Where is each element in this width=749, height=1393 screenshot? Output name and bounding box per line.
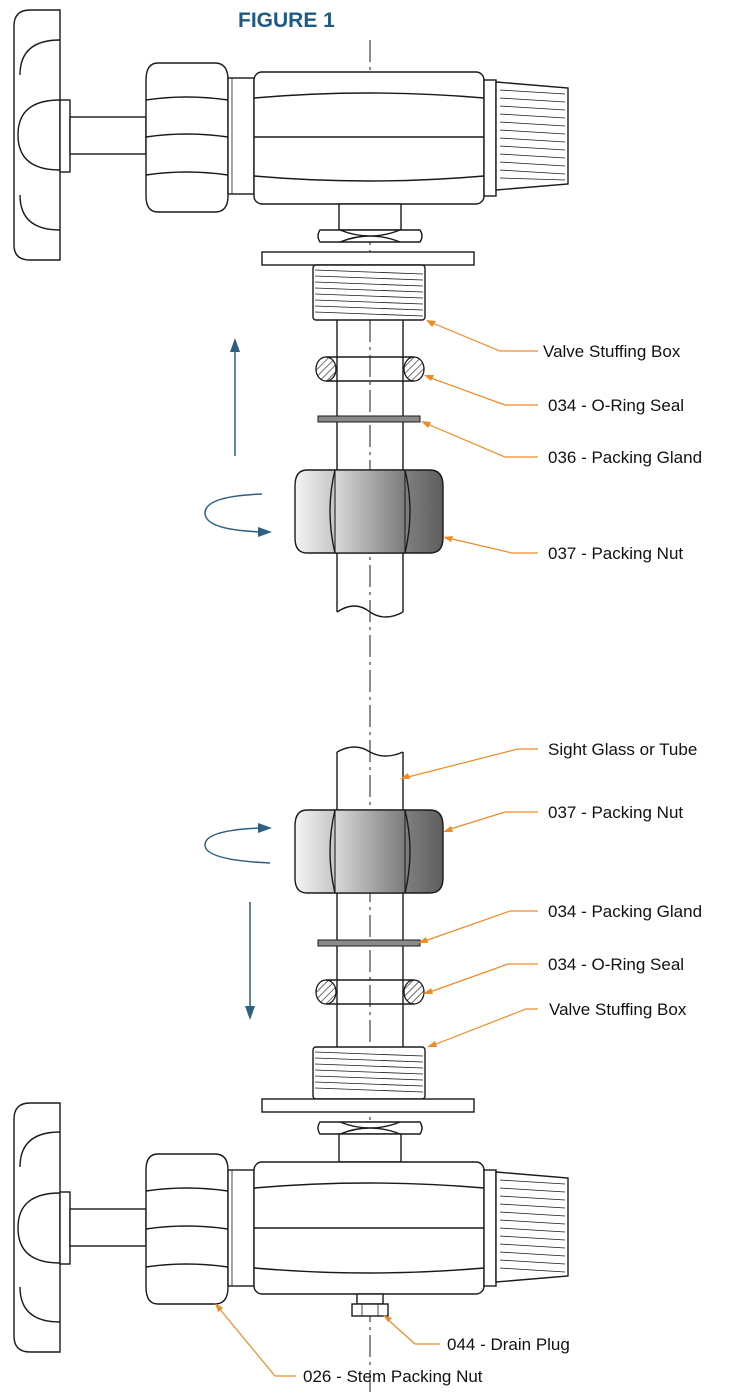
valve-stuffing-box-bottom — [312, 1046, 426, 1100]
o-ring-seal-top — [315, 356, 425, 382]
valve-body-top — [253, 71, 485, 205]
label-valve-stuffing-box-bottom: Valve Stuffing Box — [549, 1000, 687, 1019]
drain-plug — [351, 1293, 389, 1317]
valve-stuffing-box-top — [312, 264, 426, 321]
bottom-valve — [13, 1046, 569, 1353]
handwheel-top — [13, 9, 147, 261]
label-valve-stuffing-box-top: Valve Stuffing Box — [543, 342, 681, 361]
label-sight-glass: Sight Glass or Tube — [548, 740, 697, 759]
label-packing-gland-top: 036 - Packing Gland — [548, 448, 702, 467]
upward-motion-arrow — [230, 338, 240, 456]
figure-title: FIGURE 1 — [238, 9, 335, 32]
handwheel-bottom — [13, 1102, 147, 1353]
packing-gland-top — [317, 415, 421, 423]
label-o-ring-seal-top: 034 - O-Ring Seal — [548, 396, 684, 415]
packing-nut-bottom — [294, 809, 444, 894]
label-stem-packing-nut: 026 - Stem Packing Nut — [303, 1367, 483, 1386]
valve-body-bottom — [253, 1161, 485, 1295]
rotation-arrow-top — [204, 493, 272, 537]
packing-gland-bottom — [317, 939, 421, 947]
o-ring-seal-bottom — [315, 979, 425, 1005]
rotation-arrow-bottom — [204, 823, 272, 864]
label-packing-nut-bottom: 037 - Packing Nut — [548, 803, 683, 822]
label-packing-nut-top: 037 - Packing Nut — [548, 544, 683, 563]
packing-nut-top — [294, 469, 444, 554]
threaded-outlet-top — [495, 81, 569, 191]
leader-lines — [215, 320, 538, 1377]
label-o-ring-seal-bottom: 034 - O-Ring Seal — [548, 955, 684, 974]
label-drain-plug: 044 - Drain Plug — [447, 1335, 570, 1354]
label-packing-gland-bottom: 034 - Packing Gland — [548, 902, 702, 921]
stem-hex-nut-top — [145, 62, 229, 213]
stem-packing-nut — [145, 1153, 229, 1305]
downward-motion-arrow — [245, 902, 255, 1020]
top-valve — [13, 9, 569, 321]
sight-tube-upper — [336, 320, 404, 618]
sight-tube-lower — [336, 746, 404, 1050]
threaded-outlet-bottom — [495, 1171, 569, 1283]
